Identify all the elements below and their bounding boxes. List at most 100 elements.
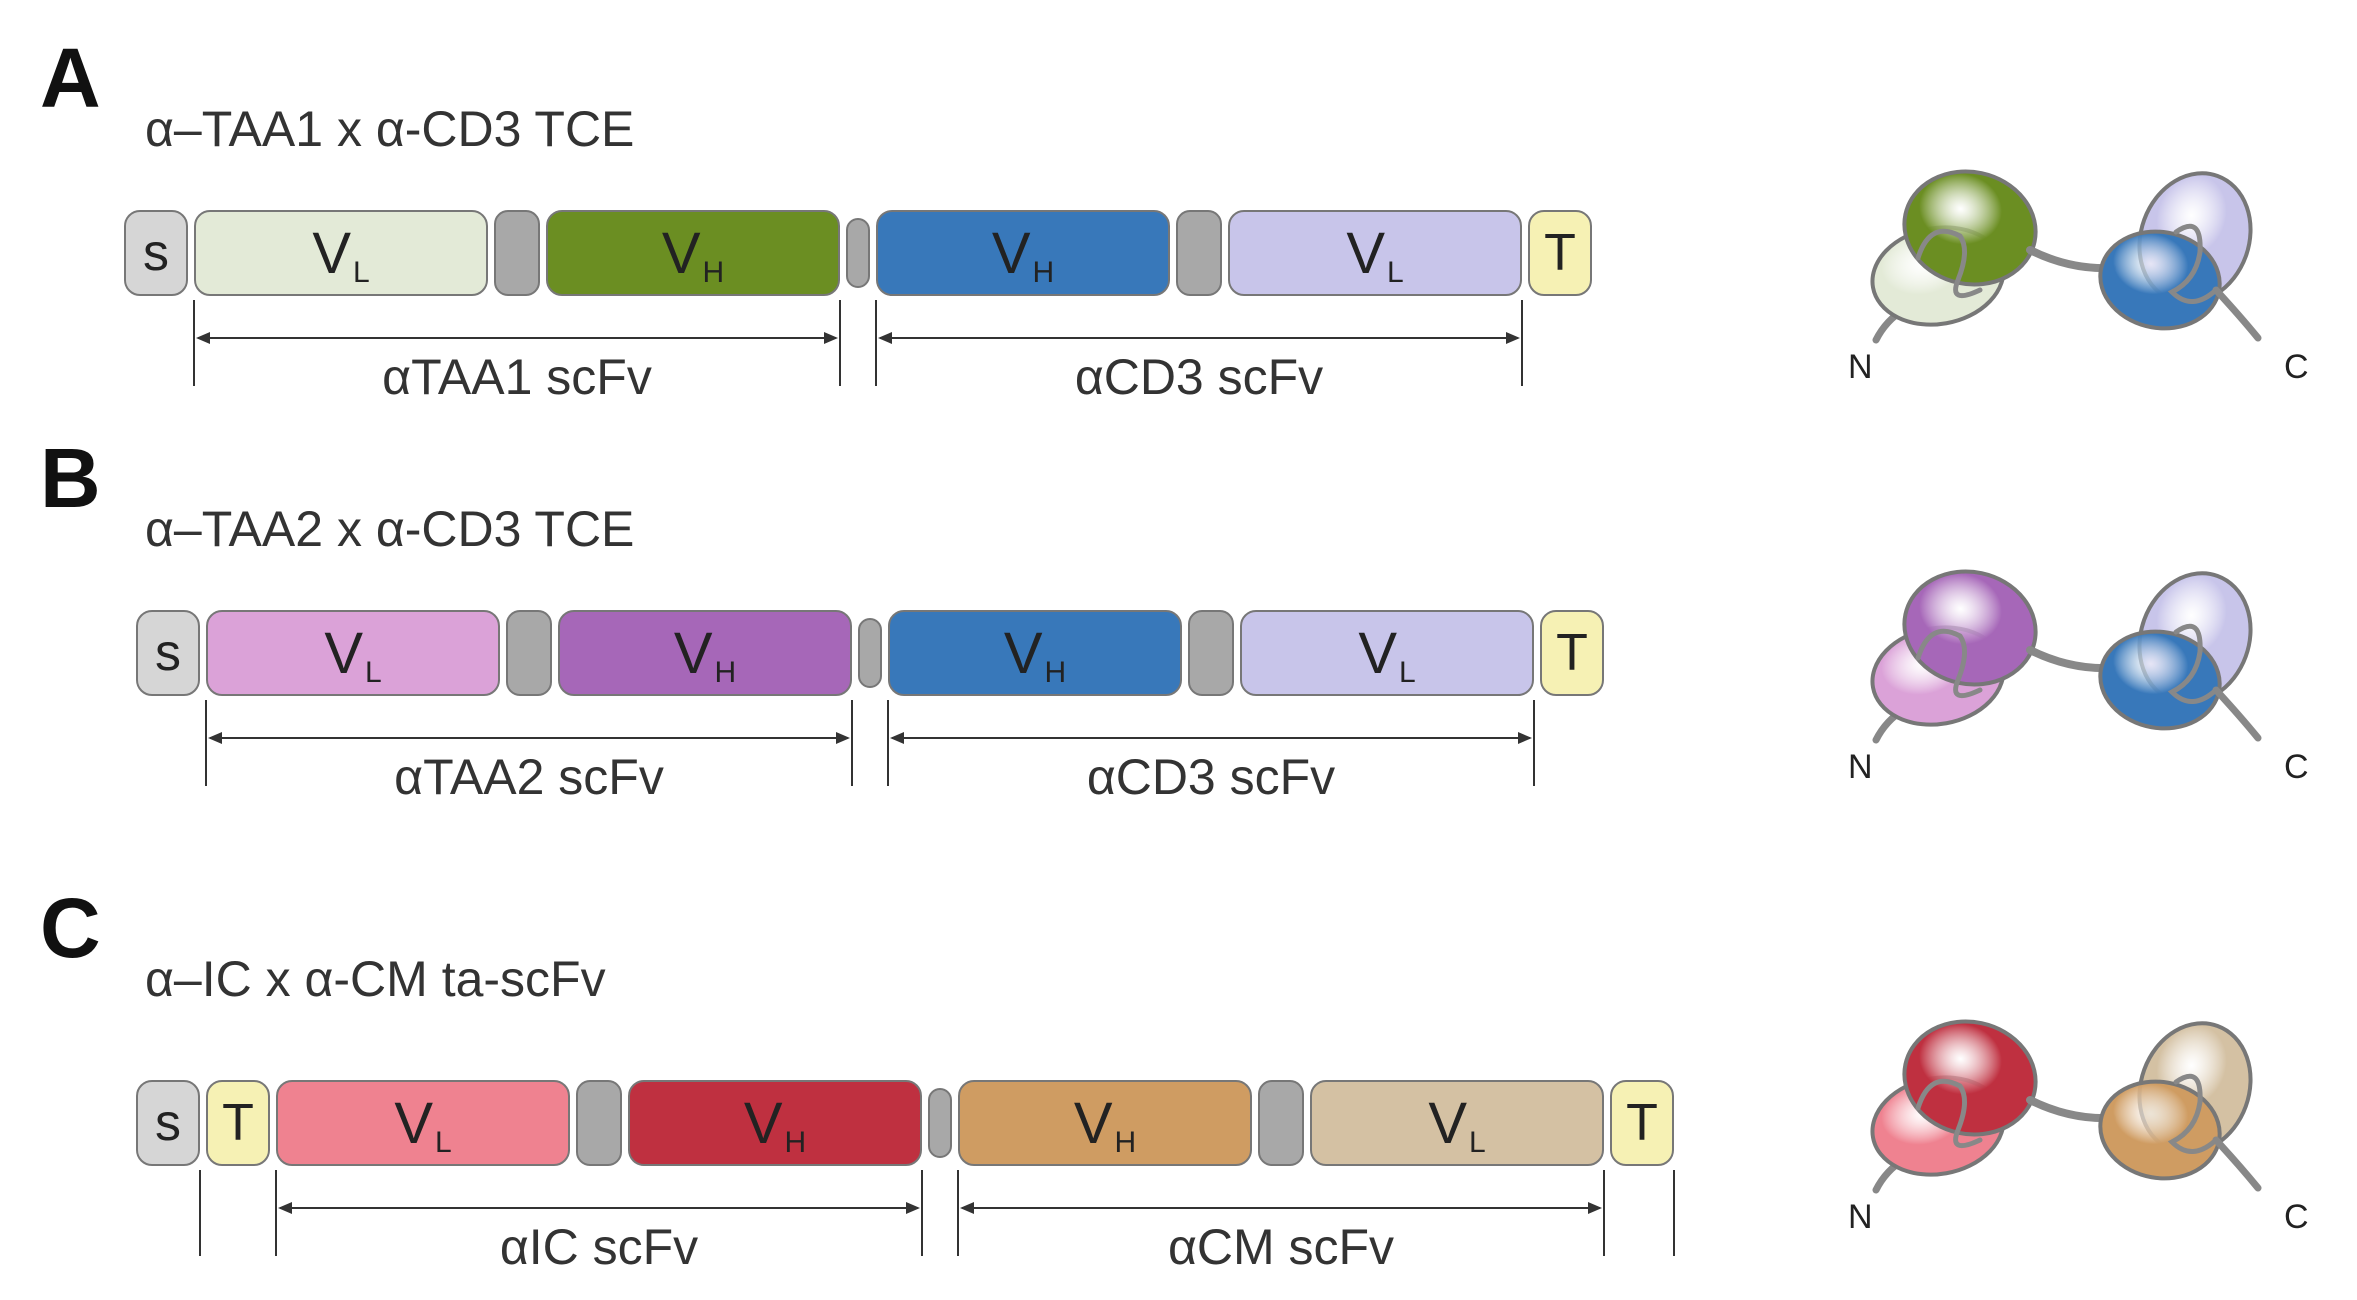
scfv-0-bracket <box>193 300 841 386</box>
panel-letter: C <box>40 881 101 975</box>
intra-scfv-linker <box>1176 210 1222 296</box>
scfv-0-arrow-right-head <box>824 332 838 344</box>
signal-peptide: s <box>136 1080 200 1166</box>
domain-label: V <box>324 620 363 686</box>
right-linker-loop <box>2167 623 2219 704</box>
intra-scfv-linker <box>494 210 540 296</box>
c-terminal-tail <box>2212 286 2262 342</box>
domain-label: V <box>1073 1090 1113 1156</box>
inter-scfv-linker <box>846 218 870 288</box>
tag-segment: T <box>1610 1080 1674 1166</box>
inter-scfv-linker <box>2026 1096 2116 1123</box>
panel-letter: B <box>40 431 101 525</box>
inter-scfv-linker <box>928 1088 952 1158</box>
c-terminus-label: C <box>2284 1198 2309 1236</box>
domain-subscript: H <box>714 656 737 689</box>
left-linker-loop <box>1915 228 1983 299</box>
domain-subscript: L <box>353 256 370 289</box>
domain-subscript: L <box>1387 256 1404 289</box>
scfv-1-arrow-left-head <box>878 332 892 344</box>
n-terminus-label: N <box>1848 1198 1873 1236</box>
domain-label: V <box>661 220 701 286</box>
signal-peptide: s <box>124 210 188 296</box>
domain-subscript: H <box>1044 656 1067 689</box>
scfv-0-arrow-right-head <box>836 732 850 744</box>
panel-letter: A <box>40 31 101 125</box>
scfv-label: αCM scFv <box>1167 1219 1395 1275</box>
segment-label: s <box>155 1094 181 1152</box>
c-terminus-label: C <box>2284 748 2309 786</box>
scfv-1-bracket <box>875 300 1523 386</box>
domain-label: V <box>394 1090 433 1156</box>
scfv-0-bracket <box>205 700 853 786</box>
c-terminus-label: C <box>2284 348 2309 386</box>
n-terminus-label: N <box>1848 348 1873 386</box>
scfv-label: αCD3 scFv <box>1086 749 1336 805</box>
scfv-structure-1 <box>1870 569 2262 744</box>
scfv-1-arrow-right-head <box>1506 332 1520 344</box>
scfv-0-arrow-left-head <box>208 732 222 744</box>
tag-segment: T <box>206 1080 270 1166</box>
scfv-1-arrow-left-head <box>890 732 904 744</box>
c-terminal-tail <box>2212 686 2262 742</box>
domain-subscript: H <box>1114 1126 1137 1159</box>
tag-segment: T <box>1540 610 1604 696</box>
scfv-1-bracket <box>887 700 1535 786</box>
domain-subscript: H <box>1032 256 1055 289</box>
domain-label: V <box>312 220 351 286</box>
domain-label: V <box>991 220 1031 286</box>
scfv-label: αCD3 scFv <box>1074 349 1324 405</box>
domain-subscript: H <box>784 1126 807 1159</box>
segment-label: s <box>155 624 181 682</box>
scfv-1-arrow-right-head <box>1518 732 1532 744</box>
inter-scfv-linker <box>2026 646 2116 673</box>
domain-label: V <box>1003 620 1043 686</box>
scfv-label: αTAA1 scFv <box>382 349 652 405</box>
segment-label: T <box>1626 1094 1658 1152</box>
intra-scfv-linker <box>1258 1080 1304 1166</box>
n-terminus-label: N <box>1848 748 1873 786</box>
construct-title: α–IC x α-CM ta-scFv <box>145 951 606 1007</box>
segment-label: T <box>1544 224 1576 282</box>
scfv-1-arrow-right-head <box>1588 1202 1602 1214</box>
scfv-structure-2 <box>1870 1019 2262 1194</box>
c-terminal-tail <box>2212 1136 2262 1192</box>
domain-subscript: L <box>435 1126 452 1159</box>
inter-scfv-linker <box>2026 246 2116 273</box>
right-linker-loop <box>2167 223 2219 304</box>
scfv-1-arrow-left-head <box>960 1202 974 1214</box>
segment-label: T <box>1556 624 1588 682</box>
domain-subscript: L <box>365 656 382 689</box>
left-linker-loop <box>1915 1078 1983 1149</box>
scfv-1-bracket <box>957 1170 1605 1256</box>
construct-title: α–TAA1 x α-CD3 TCE <box>145 101 635 157</box>
domain-label: V <box>1428 1090 1467 1156</box>
tag-segment: T <box>1528 210 1592 296</box>
tag-ticks <box>199 1170 1675 1256</box>
intra-scfv-linker <box>576 1080 622 1166</box>
scfv-0-arrow-right-head <box>906 1202 920 1214</box>
right-linker-loop <box>2167 1073 2219 1154</box>
scfv-structure-0 <box>1870 169 2262 344</box>
segment-label: s <box>143 224 169 282</box>
left-linker-loop <box>1915 628 1983 699</box>
domain-label: V <box>1346 220 1385 286</box>
intra-scfv-linker <box>1188 610 1234 696</box>
inter-scfv-linker <box>858 618 882 688</box>
